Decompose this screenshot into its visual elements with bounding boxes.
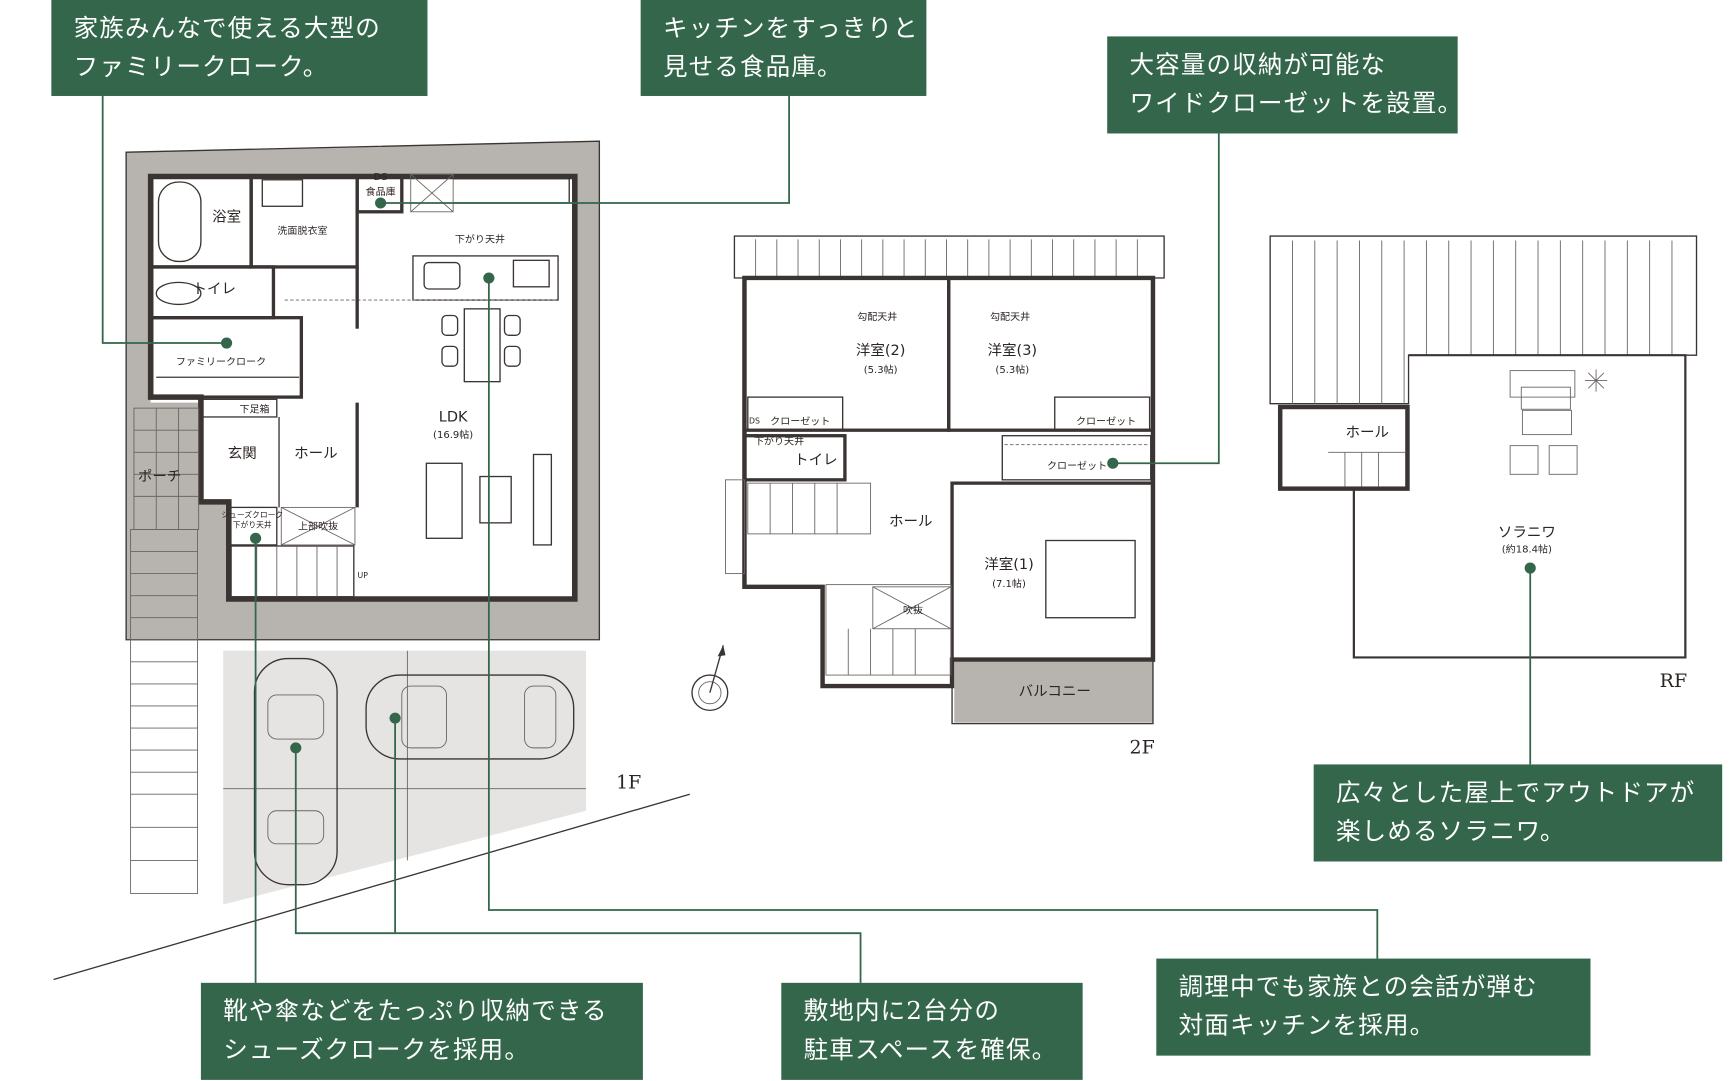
room-label-room1: 洋室(1) <box>984 556 1034 573</box>
callout-text: 敷地内に2台分の <box>804 996 1000 1025</box>
outdoor-furniture <box>1509 370 1578 475</box>
room-label-porch: ポーチ <box>138 468 181 485</box>
wide-closet-label: クローゼット <box>1047 460 1107 472</box>
shoes-ceiling-label: 下がり天井 <box>233 519 272 529</box>
callout-text: 調理中でも家族との会話が弾む <box>1179 972 1538 1001</box>
room-label-entrance: 玄関 <box>228 445 257 462</box>
callout-text: 靴や傘などをたっぷり収納できる <box>223 996 607 1025</box>
callout-text: 広々とした屋上でアウトドアが <box>1336 778 1695 807</box>
room-label-balcony: バルコニー <box>1019 684 1091 700</box>
callout-text: 楽しめるソラニワ。 <box>1336 817 1566 846</box>
lowered-ceiling-label: 下がり天井 <box>754 435 804 448</box>
room-label-sora-niwa: ソラニワ <box>1498 525 1556 541</box>
floor-label-rf: RF <box>1660 670 1687 692</box>
room-label-family-closet: ファミリークローク <box>176 356 266 368</box>
plant-icon <box>1584 369 1608 392</box>
room-label-room3: 洋室(3) <box>988 342 1038 359</box>
lowered-ceiling-label: 下がり天井 <box>455 233 505 246</box>
leader-lines <box>101 95 1536 983</box>
floor-2f-plan: 勾配天井 勾配天井 洋室(2) (5.3帖) 洋室(3) (5.3帖) DS ク… <box>691 235 1165 758</box>
closet-label: クローゼット <box>1076 416 1136 428</box>
room-label-shoes-closet: シューズクローク <box>221 509 283 519</box>
callout-text: ファミリークローク。 <box>74 52 329 81</box>
callout-shoes-closet: 靴や傘などをたっぷり収納できる シューズクロークを採用。 <box>200 982 643 1080</box>
callout-pantry: キッチンをすっきりと 見せる食品庫。 <box>640 0 927 96</box>
balcony-area <box>954 661 1153 723</box>
room2-size: (5.3帖) <box>864 363 898 376</box>
sora-niwa-size: (約18.4帖) <box>1502 543 1552 556</box>
room-label-hall: ホール <box>889 514 932 530</box>
room-label-toilet: トイレ <box>193 281 236 297</box>
floor-rf-plan: ホール ソラニワ (約18.4帖) RF <box>1269 235 1698 692</box>
room-label-hall: ホール <box>1346 425 1389 441</box>
ds-label: DS <box>749 417 760 426</box>
floor-label-2f: 2F <box>1130 736 1155 758</box>
callout-text: ワイドクローゼットを設置。 <box>1130 89 1464 118</box>
callout-kitchen: 調理中でも家族との会話が弾む 対面キッチンを採用。 <box>1156 958 1591 1056</box>
void-above-label: 上部吹抜 <box>298 520 338 533</box>
callout-text: キッチンをすっきりと <box>663 14 919 43</box>
room3-size: (5.3帖) <box>995 363 1029 376</box>
callout-text: 家族みんなで使える大型の <box>74 14 381 43</box>
callout-parking: 敷地内に2台分の 駐車スペースを確保。 <box>781 982 1083 1080</box>
exterior-paving <box>126 141 600 640</box>
room-label-room2: 洋室(2) <box>856 342 906 359</box>
slope-ceiling-label: 勾配天井 <box>857 310 897 323</box>
floor-1f-plan: 浴室 洗面脱衣室 DS 食品庫 下がり天井 トイレ ファミリークローク 下足箱 … <box>53 140 690 981</box>
ds-label: DS <box>374 172 388 183</box>
callout-family-closet: 家族みんなで使える大型の ファミリークローク。 <box>51 0 428 96</box>
shoe-box-label: 下足箱 <box>239 403 269 416</box>
parking-area <box>223 650 586 905</box>
room-label-toilet: トイレ <box>794 452 837 468</box>
compass-icon <box>691 645 729 712</box>
callout-text: 駐車スペースを確保。 <box>804 1035 1058 1064</box>
room-label-pantry: 食品庫 <box>366 185 396 198</box>
callout-wide-closet: 大容量の収納が可能な ワイドクローゼットを設置。 <box>1107 36 1464 134</box>
slope-ceiling-label: 勾配天井 <box>990 310 1030 323</box>
room-label-washroom: 洗面脱衣室 <box>277 224 327 237</box>
room-label-ldk: LDK <box>439 409 468 425</box>
floor-label-1f: 1F <box>616 772 641 794</box>
up-label: UP <box>358 571 369 580</box>
callout-text: 対面キッチンを採用。 <box>1179 1011 1436 1040</box>
callout-sora-niwa: 広々とした屋上でアウトドアが 楽しめるソラニワ。 <box>1313 764 1723 862</box>
room-label-bath: 浴室 <box>212 209 241 226</box>
room-label-hall: ホール <box>294 446 337 462</box>
callout-text: 見せる食品庫。 <box>663 52 843 81</box>
closet-label: クローゼット <box>770 416 830 428</box>
car-icon <box>365 674 575 760</box>
ldk-size: (16.9帖) <box>433 428 473 441</box>
room1-size: (7.1帖) <box>992 577 1026 590</box>
callout-text: シューズクロークを採用。 <box>223 1035 530 1064</box>
void-label: 吹抜 <box>903 603 923 616</box>
callout-text: 大容量の収納が可能な <box>1130 50 1387 79</box>
